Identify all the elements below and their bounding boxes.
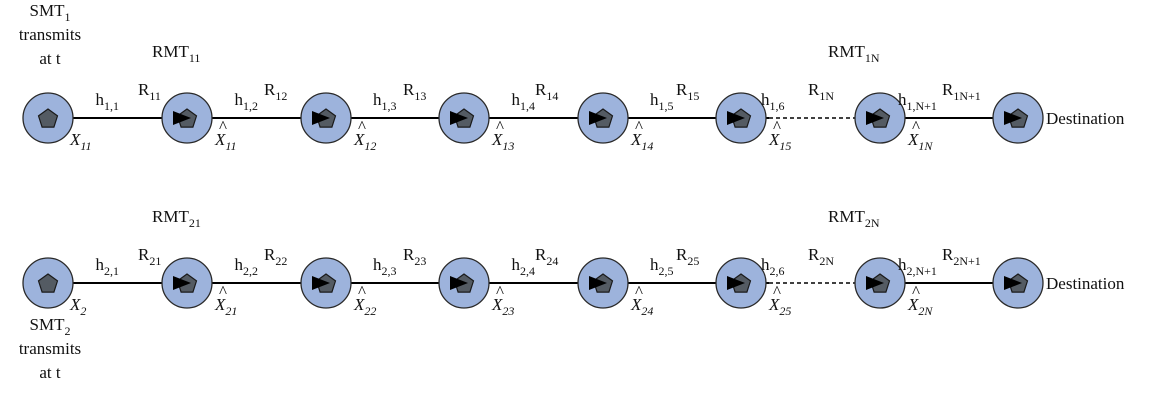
arrowhead-icon — [173, 111, 191, 125]
estimate-label: X1N — [907, 130, 933, 153]
arrowhead-icon — [450, 111, 468, 125]
channel-label: h1,4 — [512, 90, 536, 113]
arrowhead-icon — [450, 276, 468, 290]
source-line-time: at t — [39, 363, 61, 382]
relay-title-first: RMT11 — [152, 42, 200, 65]
arrowhead-icon — [589, 276, 607, 290]
estimate-label: X14 — [630, 130, 653, 153]
channel-label: h2,3 — [373, 255, 397, 278]
channel-label: h1,N+1 — [898, 90, 937, 113]
arrowhead-icon — [1004, 111, 1022, 125]
rate-label: R1N+1 — [942, 80, 981, 103]
rate-label: R13 — [403, 80, 426, 103]
estimate-label: X25 — [768, 295, 791, 318]
hat-mark: ^ — [496, 282, 504, 301]
relay-chain-row-1: ^X11^X12^X13^X14^X15^X1N — [22, 92, 1044, 153]
estimate-label: X11 — [214, 130, 237, 153]
hat-mark: ^ — [912, 282, 920, 301]
relay-title-last: RMT2N — [828, 207, 880, 230]
destination-label: Destination — [1046, 109, 1125, 128]
channel-label: h1,5 — [650, 90, 674, 113]
channel-label: h2,5 — [650, 255, 674, 278]
channel-label: h1,6 — [761, 90, 785, 113]
hat-mark: ^ — [358, 117, 366, 136]
arrowhead-icon — [866, 276, 884, 290]
relay-title-first: RMT21 — [152, 207, 201, 230]
arrowhead-icon — [589, 111, 607, 125]
estimate-label: X12 — [353, 130, 376, 153]
source-name: SMT2 — [30, 315, 71, 338]
relay-title-last: RMT1N — [828, 42, 880, 65]
rate-label: R1N — [808, 80, 834, 103]
channel-label: h2,1 — [96, 255, 120, 278]
channel-label: h2,4 — [512, 255, 536, 278]
channel-label: h2,N+1 — [898, 255, 937, 278]
relay-chain-row-2: ^X21^X22^X23^X24^X25^X2N — [22, 257, 1044, 318]
hat-mark: ^ — [219, 117, 227, 136]
channel-label: h1,3 — [373, 90, 397, 113]
rate-label: R2N+1 — [942, 245, 981, 268]
rate-label: R23 — [403, 245, 426, 268]
rate-label: R25 — [676, 245, 699, 268]
hat-mark: ^ — [773, 117, 781, 136]
channel-label: h1,1 — [96, 90, 120, 113]
rate-label: R24 — [535, 245, 558, 268]
arrowhead-icon — [173, 276, 191, 290]
destination-label: Destination — [1046, 274, 1125, 293]
source-name: SMT1 — [30, 1, 71, 24]
hat-mark: ^ — [635, 117, 643, 136]
pentagon-icon — [37, 273, 59, 293]
source-signal-label: X2 — [69, 295, 86, 318]
hat-mark: ^ — [635, 282, 643, 301]
rate-label: R2N — [808, 245, 834, 268]
channel-label: h2,2 — [235, 255, 259, 278]
rate-label: R22 — [264, 245, 287, 268]
arrowhead-icon — [312, 276, 330, 290]
hat-mark: ^ — [496, 117, 504, 136]
estimate-label: X22 — [353, 295, 376, 318]
arrowhead-icon — [727, 111, 745, 125]
estimate-label: X13 — [491, 130, 514, 153]
source-node — [22, 257, 74, 309]
estimate-label: X23 — [491, 295, 514, 318]
estimate-label: X15 — [768, 130, 791, 153]
channel-label: h1,2 — [235, 90, 259, 113]
source-signal-label: X11 — [69, 130, 92, 153]
pentagon-icon — [37, 108, 59, 128]
arrowhead-icon — [312, 111, 330, 125]
hat-mark: ^ — [773, 282, 781, 301]
arrowhead-icon — [1004, 276, 1022, 290]
source-line-time: at t — [39, 49, 61, 68]
source-node — [22, 92, 74, 144]
arrowhead-icon — [866, 111, 884, 125]
rate-label: R14 — [535, 80, 558, 103]
rate-label: R11 — [138, 80, 161, 103]
source-line-transmits: transmits — [19, 339, 81, 358]
source-line-transmits: transmits — [19, 25, 81, 44]
estimate-label: X21 — [214, 295, 237, 318]
estimate-label: X24 — [630, 295, 653, 318]
hat-mark: ^ — [912, 117, 920, 136]
rate-label: R12 — [264, 80, 287, 103]
rate-label: R21 — [138, 245, 161, 268]
channel-label: h2,6 — [761, 255, 785, 278]
rate-label: R15 — [676, 80, 699, 103]
hat-mark: ^ — [358, 282, 366, 301]
hat-mark: ^ — [219, 282, 227, 301]
arrowhead-icon — [727, 276, 745, 290]
estimate-label: X2N — [907, 295, 933, 318]
